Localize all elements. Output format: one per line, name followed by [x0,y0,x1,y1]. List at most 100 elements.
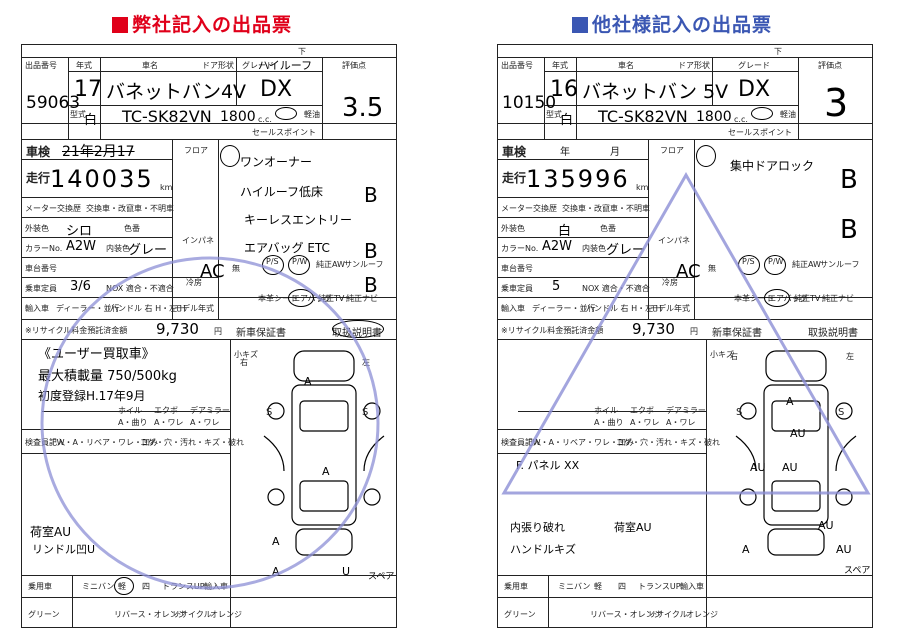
heading-left: 弊社記入の出品票 [112,10,292,37]
sunroof-label: サンルーフ [344,260,384,269]
lot-number: 59063 [26,93,81,113]
seating-label: 乗車定員 [25,284,57,293]
shift-label: フロア [660,146,684,155]
year-label: 年式 [76,61,92,70]
body-mark-2: AU [790,427,806,440]
color-code: A2W [542,239,573,254]
body-mark-2: A [322,465,330,478]
lot-number: 10150 [502,93,557,113]
mileage-label: 走行 [502,171,527,185]
dent-label: エクボ [630,406,654,415]
wheel-row: A・曲り [594,418,624,427]
score-label: 評価点 [342,61,366,70]
manual-label: 取扱説明書 [808,328,858,339]
circle-mark [764,255,786,275]
mileage: 140035 [50,165,154,193]
int-color-label: 内装色 [106,244,130,253]
color-code: A2W [66,239,97,254]
navi-label: 純正ナビ [346,294,378,303]
chassis-label: 車台番号 [25,264,57,273]
inspector-label: 検査員記入 [501,438,541,447]
nox-label: NOX 適合・不適合 [106,284,174,293]
color-no-label: 色番 [600,224,616,233]
sales-point-1: ワンオーナー [240,155,313,169]
cargo-note: 荷室AU [30,525,71,539]
light-label: 軽 [594,582,602,591]
spare-label: スペア [368,572,395,582]
circle-mark [275,107,297,120]
wheel-row: A・曲り [118,418,148,427]
dent-row: A・ワレ [630,418,660,427]
aw-label: 純正AW [792,260,821,269]
model-type-label: 型式 [546,110,562,119]
seats: 3/6 [70,279,91,294]
inspection-label: 車検 [26,145,51,159]
circle-mark [751,107,773,120]
left-side-label: 左 [846,352,854,361]
note-3: 初度登録H.17年9月 [38,389,146,403]
grade-label: グレード [242,61,274,70]
door-label: ドア [678,61,694,70]
ext-color: 白 [558,224,572,239]
four-wd-label: 四 [142,582,150,591]
cc-label: c.c. [734,115,748,124]
model-type: TC-SK82VN [598,107,688,126]
mirror-label: デアミラー [666,406,706,415]
year-label: 年式 [552,61,568,70]
heading-right-text: 他社様記入の出品票 [592,14,773,36]
lot-label: 出品番号 [25,61,57,70]
model-year: 16 [550,77,578,102]
seat-items: コゲ・穴・汚れ・キズ・破れ [616,438,720,447]
orange-label: オレンジ [686,610,718,619]
ac-value: AC [200,261,225,282]
green-label: グリーン [28,610,60,619]
grade-label: グレード [738,61,770,70]
none-label: 無 [708,264,716,273]
yen-label: 円 [214,327,222,336]
circle-mark [332,320,384,338]
inspection-date: 21年2月17 [62,144,135,160]
lot-label: 出品番号 [501,61,533,70]
color-short: 白 [84,113,98,128]
overlay-triangle [501,171,871,495]
ext-color: シロ [66,224,93,239]
heading-left-text: 弊社記入の出品票 [132,14,293,36]
reverse-label: リバース・オレンジ [114,610,186,619]
import-label: 輸入車 [501,304,525,313]
reverse-label: リバース・オレンジ [590,610,662,619]
circle-label-s: S [266,407,273,418]
overlay-circle [40,256,380,590]
circle-label-s: S [838,407,845,418]
km-label: km [636,183,649,192]
yen-label: 円 [690,327,698,336]
meter-change-label: メーター交換歴 [501,204,557,213]
wheel-label: ホイル [118,406,142,415]
tv-label: 純正TV [794,294,821,303]
recycle-label: ※リサイクル料金預託済金額 [501,326,604,335]
body-mark-1: A [304,375,312,388]
meter-change-options: 交換車・改竄車・不明車 [562,204,650,213]
color-code-label: カラーNo. [25,244,63,253]
circle-mark [288,255,310,275]
aircon-label: 冷房 [662,278,678,287]
recycle-amount: 9,730 [632,320,675,338]
none-label: 無 [232,264,240,273]
shift-label: フロア [184,146,208,155]
model-type: TC-SK82VN [122,107,212,126]
car-diagram [735,350,857,556]
color-code-label: カラーNo. [501,244,539,253]
sales-point-label: セールスポイント [252,128,316,137]
body-mark-4: AU [782,461,798,474]
model-year: 17 [74,77,102,102]
trans-up-label: トランスUP [638,582,681,591]
orange-label: オレンジ [210,610,242,619]
meter-change-options: 交換車・改竄車・不明車 [86,204,174,213]
mileage-label: 走行 [26,171,51,185]
interior-grade: B [364,183,378,207]
displacement: 1800 [696,109,732,125]
ac-value: AC [676,261,701,282]
spare-label: スペア [844,566,871,576]
navi-label: 純正ナビ [822,294,854,303]
circle-label-s: S [736,407,743,418]
model-type-label: 型式 [70,110,86,119]
